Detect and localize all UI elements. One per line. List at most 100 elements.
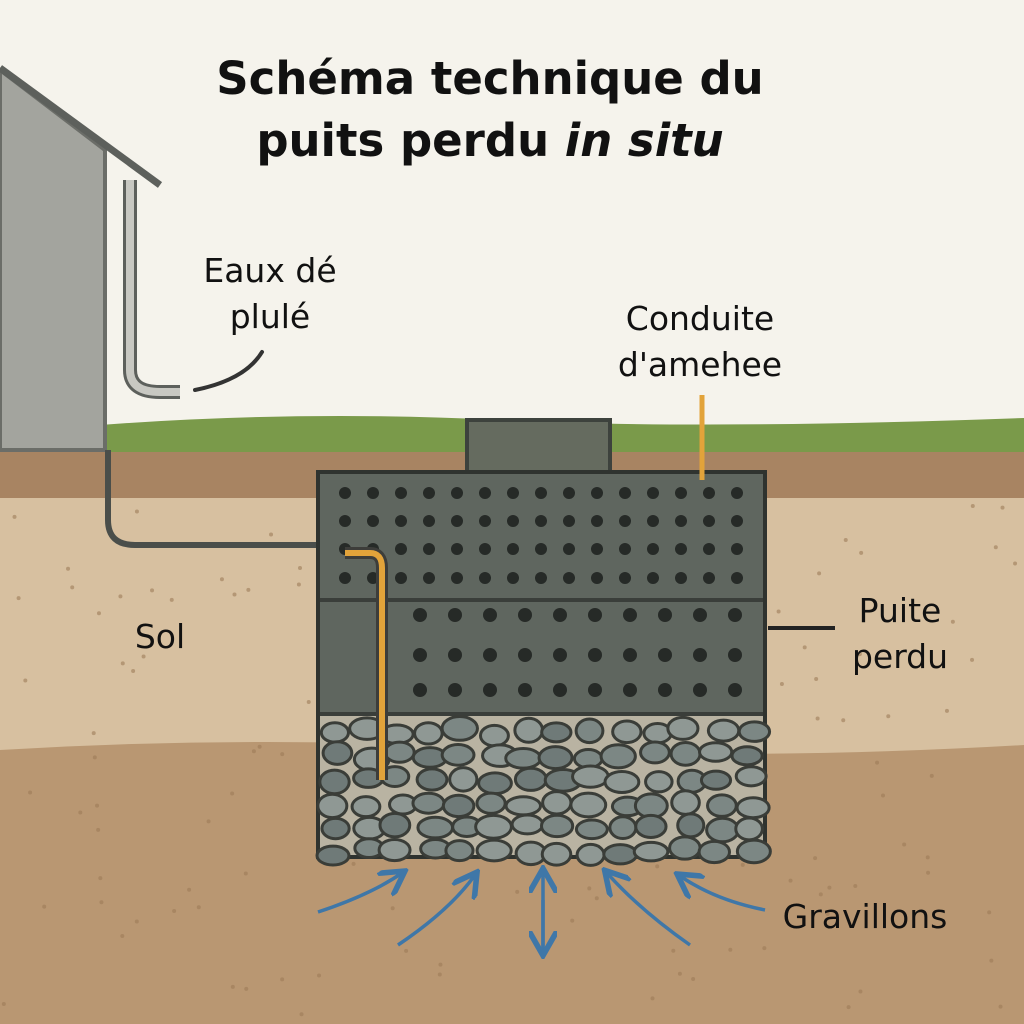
label-line: perdu — [851, 637, 949, 676]
soil-speck — [677, 971, 682, 976]
soil-speck — [993, 545, 998, 550]
perforation-hole — [675, 487, 687, 499]
perforation-hole — [658, 608, 672, 622]
perforation-hole — [693, 608, 707, 622]
gravel-stone — [315, 844, 351, 867]
perforation-hole — [367, 487, 379, 499]
soil-speck — [251, 749, 256, 754]
gravel-stone — [475, 838, 513, 863]
gravel-stone — [644, 770, 674, 794]
soil-speck — [671, 948, 676, 953]
perforation-hole — [703, 543, 715, 555]
infiltration-arrows — [317, 872, 766, 952]
gravel-stone — [611, 719, 643, 745]
soil-speck — [740, 862, 745, 867]
perforation-hole — [507, 487, 519, 499]
gravel-stone — [706, 793, 738, 818]
gravel-stone — [537, 745, 574, 771]
gravel-stone — [698, 741, 734, 763]
soil-speck — [989, 958, 994, 963]
perforation-hole — [507, 572, 519, 584]
perforation-hole — [395, 543, 407, 555]
gravel-stone — [602, 843, 639, 866]
perforation-hole — [448, 683, 462, 697]
perforation-hole — [535, 572, 547, 584]
gravel-stone — [513, 766, 548, 792]
page-title: Schéma technique du puits perdu in situ — [150, 48, 830, 172]
gravel-stone — [504, 795, 543, 817]
soil-speck — [172, 908, 177, 913]
perforation-hole — [413, 608, 427, 622]
gravel-stone — [571, 764, 610, 789]
title-main: puits perdu — [256, 114, 565, 167]
perforation-hole — [647, 515, 659, 527]
gravel-stone — [666, 715, 700, 741]
soil-speck — [944, 708, 949, 713]
gravel-stone — [478, 723, 510, 748]
gravel-stone — [316, 792, 349, 820]
gravel-stone — [319, 721, 350, 744]
soil-speck — [587, 886, 592, 891]
soil-speck — [817, 571, 822, 576]
soil-speck — [230, 984, 235, 989]
perforation-hole — [451, 572, 463, 584]
perforation-hole — [658, 648, 672, 662]
soil-speck — [926, 870, 931, 875]
gravel-stone — [735, 796, 771, 820]
gravel-stone — [513, 716, 545, 744]
perforation-hole — [588, 683, 602, 697]
gravel-stone — [608, 815, 638, 841]
soil-speck — [150, 588, 155, 593]
label-gravel: Gravillons — [782, 897, 948, 936]
label-line: Eaux dé — [203, 251, 337, 290]
soil-speck — [802, 645, 807, 650]
perforation-hole — [675, 572, 687, 584]
perforation-hole — [553, 608, 567, 622]
soil-speck — [78, 810, 83, 815]
perforation-hole — [483, 683, 497, 697]
gravel-stone — [440, 743, 476, 767]
soil-speck — [92, 755, 97, 760]
soil-speck — [886, 714, 891, 719]
title-italic: in situ — [564, 114, 724, 167]
label-inlet-pipe: Conduite d'amehee — [600, 296, 800, 388]
gravel-stone — [730, 745, 764, 767]
gravel-stone — [639, 740, 671, 765]
soil-speck — [827, 885, 832, 890]
gravel-stone — [440, 714, 479, 742]
soil-speck — [818, 892, 823, 897]
soil-speck — [351, 861, 356, 866]
soil-speck — [99, 900, 104, 905]
soil-speck — [902, 842, 907, 847]
gravel-stone — [540, 721, 573, 744]
perforation-hole — [451, 543, 463, 555]
gravel-stone — [441, 793, 476, 819]
perforation-hole — [339, 515, 351, 527]
perforation-hole — [479, 515, 491, 527]
perforation-hole — [339, 572, 351, 584]
soil-speck — [169, 597, 174, 602]
perforation-hole — [703, 515, 715, 527]
soil-speck — [243, 871, 248, 876]
perforation-hole — [623, 648, 637, 662]
gravel-stone — [321, 740, 354, 766]
soil-speck — [187, 887, 192, 892]
soil-speck — [131, 668, 136, 673]
soil-speck — [232, 592, 237, 597]
perforation-hole — [591, 572, 603, 584]
gravel-stone — [444, 839, 475, 863]
perforation-hole — [619, 487, 631, 499]
soil-speck — [23, 678, 28, 683]
soil-speck — [134, 509, 139, 514]
soil-speck — [28, 790, 33, 795]
perforation-hole — [731, 543, 743, 555]
soil-speck — [196, 905, 201, 910]
gravel-stone — [318, 768, 351, 796]
soil-speck — [134, 919, 139, 924]
gravel-stone — [574, 717, 605, 745]
soil-speck — [206, 819, 211, 824]
soil-speck — [843, 537, 848, 542]
soil-speck — [691, 976, 696, 981]
perforation-hole — [413, 648, 427, 662]
